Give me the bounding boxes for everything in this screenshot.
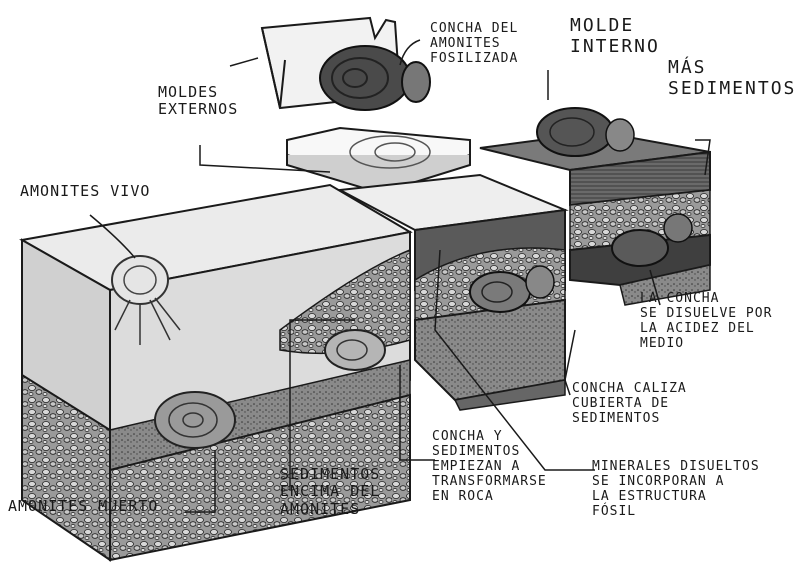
label-moldes-externos: MOLDES EXTERNOS [158, 83, 239, 119]
label-molde-interno: MOLDE INTERNO [570, 15, 660, 57]
label-amonites-vivo: AMONITES VIVO [20, 182, 151, 200]
leader-lines [89, 39, 711, 513]
label-sedimentos-encima: SEDIMENTOS ENCIMA DEL AMONITES [280, 465, 381, 518]
ammonite-fossil-shell [319, 45, 411, 111]
dissolving-shell [611, 229, 669, 267]
fossil-shell-group [260, 16, 431, 111]
internal-mold [536, 107, 614, 157]
external-mold-slab [286, 126, 471, 195]
label-concha-fosilizada: CONCHA DEL AMONITES FOSILIZADA [430, 21, 519, 66]
label-mas-sedimentos: MÁS SEDIMENTOS [668, 57, 797, 99]
label-concha-sedimentos-roca: CONCHA Y SEDIMENTOS EMPIEZAN A TRANSFORM… [432, 429, 547, 504]
label-amonites-muerto: AMONITES MUERTO [8, 497, 159, 515]
stage2-block [336, 173, 569, 411]
living-ammonite [111, 255, 169, 305]
dead-ammonite [154, 391, 236, 449]
label-concha-caliza: CONCHA CALIZA CUBIERTA DE SEDIMENTOS [572, 381, 687, 426]
stage1-block [19, 183, 413, 562]
buried-ammonite [324, 329, 386, 371]
label-minerales: MINERALES DISUELTOS SE INCORPORAN A LA E… [592, 459, 760, 519]
stage3-block [479, 107, 711, 306]
label-concha-disuelve: LA CONCHA SE DISUELVE POR LA ACIDEZ DEL … [640, 291, 773, 351]
covered-shell [469, 271, 531, 313]
